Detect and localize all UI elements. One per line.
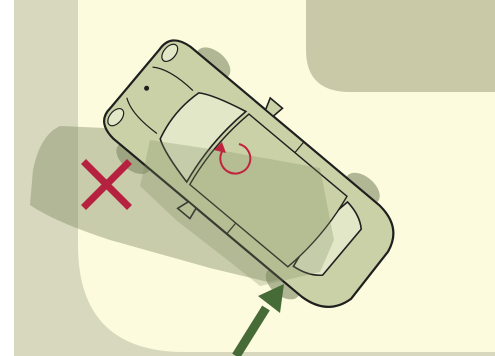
left-border bbox=[0, 0, 14, 356]
corner-block bbox=[306, 0, 495, 92]
